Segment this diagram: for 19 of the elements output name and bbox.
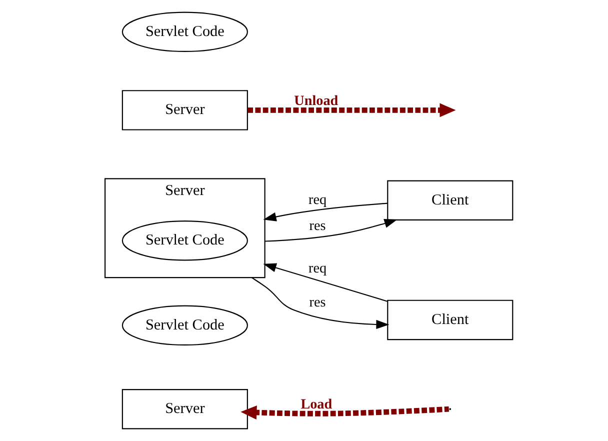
arrow xyxy=(240,406,449,420)
node-box: Client xyxy=(386,180,513,220)
edge-label: Unload xyxy=(294,93,338,110)
arrow xyxy=(247,103,456,118)
arrow xyxy=(264,219,397,242)
node-box: Server xyxy=(121,90,248,130)
node-box: Client xyxy=(386,300,513,340)
edge-label: res xyxy=(308,218,326,234)
edge-label: req xyxy=(308,192,326,208)
arrow xyxy=(250,277,389,330)
edge-label: req xyxy=(308,260,326,277)
edge-label: Load xyxy=(300,396,332,412)
node-ellipse: Servlet Code xyxy=(121,305,248,346)
arrow xyxy=(262,202,387,222)
node-ellipse: Servlet Code xyxy=(121,220,248,261)
node-box: Server xyxy=(121,388,248,430)
arrow xyxy=(262,263,388,302)
node-ellipse: Servlet Code xyxy=(121,12,248,52)
edge-label: res xyxy=(308,294,326,310)
